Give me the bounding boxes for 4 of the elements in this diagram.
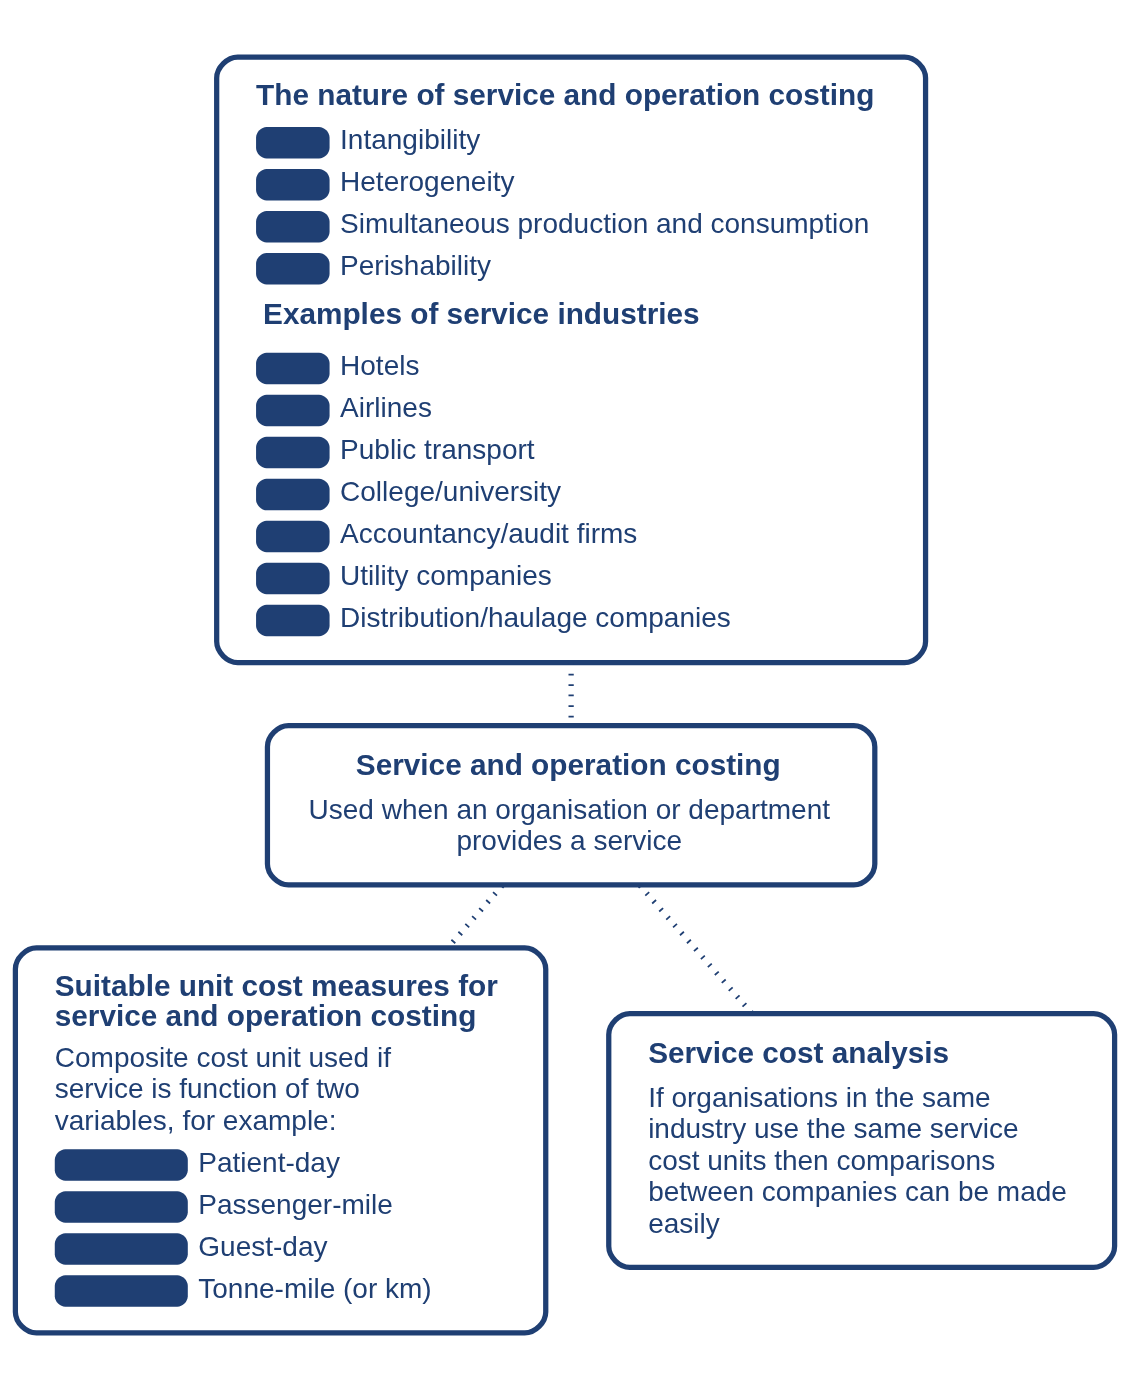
- node-box: Suitable unit cost measures for service and operation costing Composite cost unit used if service is function of two variables, for example: Patient-day Passenger-mile Guest-day Tonne-mile (or km): [12, 945, 549, 1336]
- node-box: The nature of service and operation costing Intangibility Heterogeneity Simultaneous production and consumption Perishability Examples of service industries Hotels Airlines Public transport College/university Accountancy/audit firms Utility companies Distribution/haulage companies: [214, 54, 929, 666]
- node-box: Service cost analysis If organisations in the same industry use the same service cost units then comparisons between companies can be made easily: [606, 1010, 1118, 1270]
- node-box: Service and operation costing Used when an organisation or department provides a service: [264, 723, 878, 888]
